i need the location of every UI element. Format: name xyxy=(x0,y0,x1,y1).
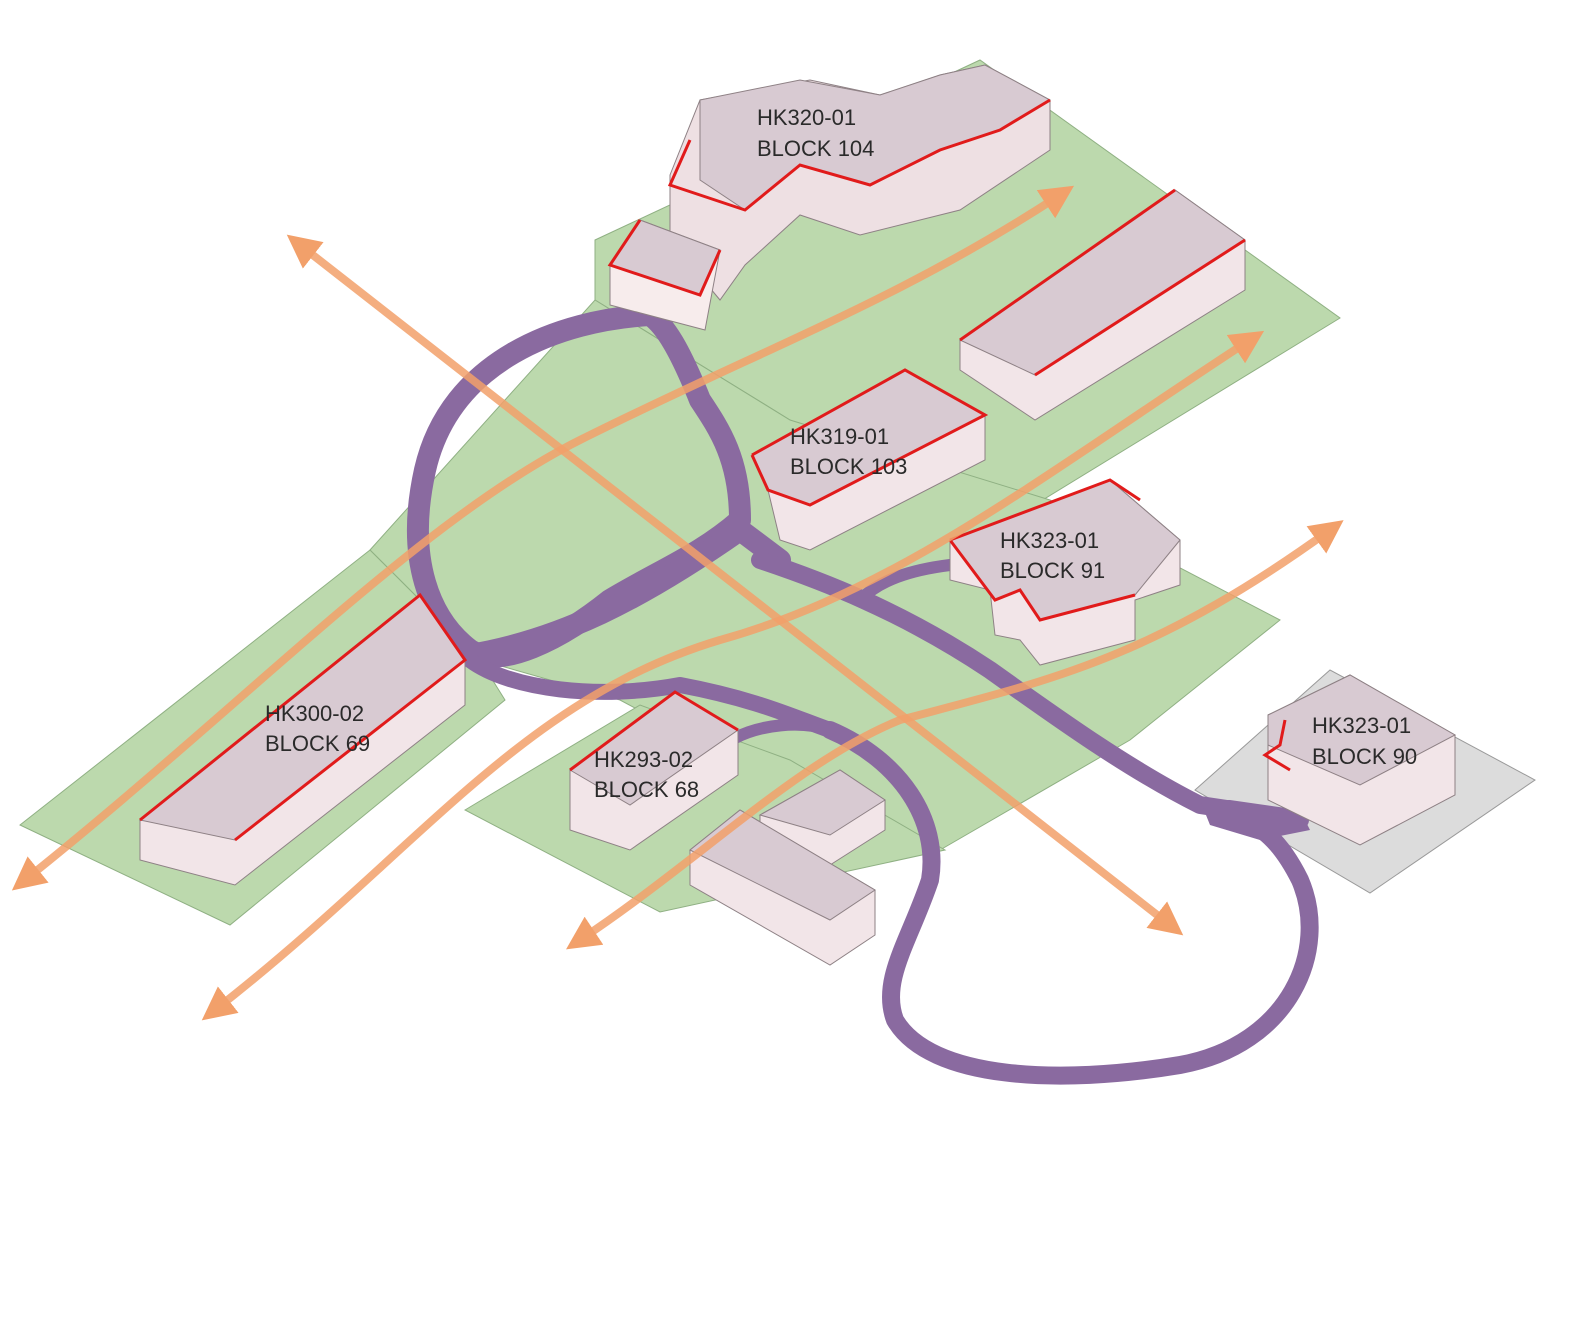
label-block-104: BLOCK 104 xyxy=(757,136,874,161)
movement-arrows xyxy=(11,185,1344,1021)
label-block-103: BLOCK 103 xyxy=(790,454,907,479)
label-code-block-90: HK323-01 xyxy=(1312,713,1411,738)
label-code-block-104: HK320-01 xyxy=(757,105,856,130)
label-block-69: BLOCK 69 xyxy=(265,731,370,756)
building-labels: HK320-01 BLOCK 104 HK319-01 BLOCK 103 HK… xyxy=(265,105,1417,802)
label-block-90: BLOCK 90 xyxy=(1312,744,1417,769)
label-code-block-69: HK300-02 xyxy=(265,701,364,726)
label-code-block-68: HK293-02 xyxy=(594,747,693,772)
arrow-lower-curve xyxy=(566,520,1344,950)
label-code-block-91: HK323-01 xyxy=(1000,528,1099,553)
label-code-block-103: HK319-01 xyxy=(790,424,889,449)
label-block-91: BLOCK 91 xyxy=(1000,558,1105,583)
label-block-68: BLOCK 68 xyxy=(594,777,699,802)
